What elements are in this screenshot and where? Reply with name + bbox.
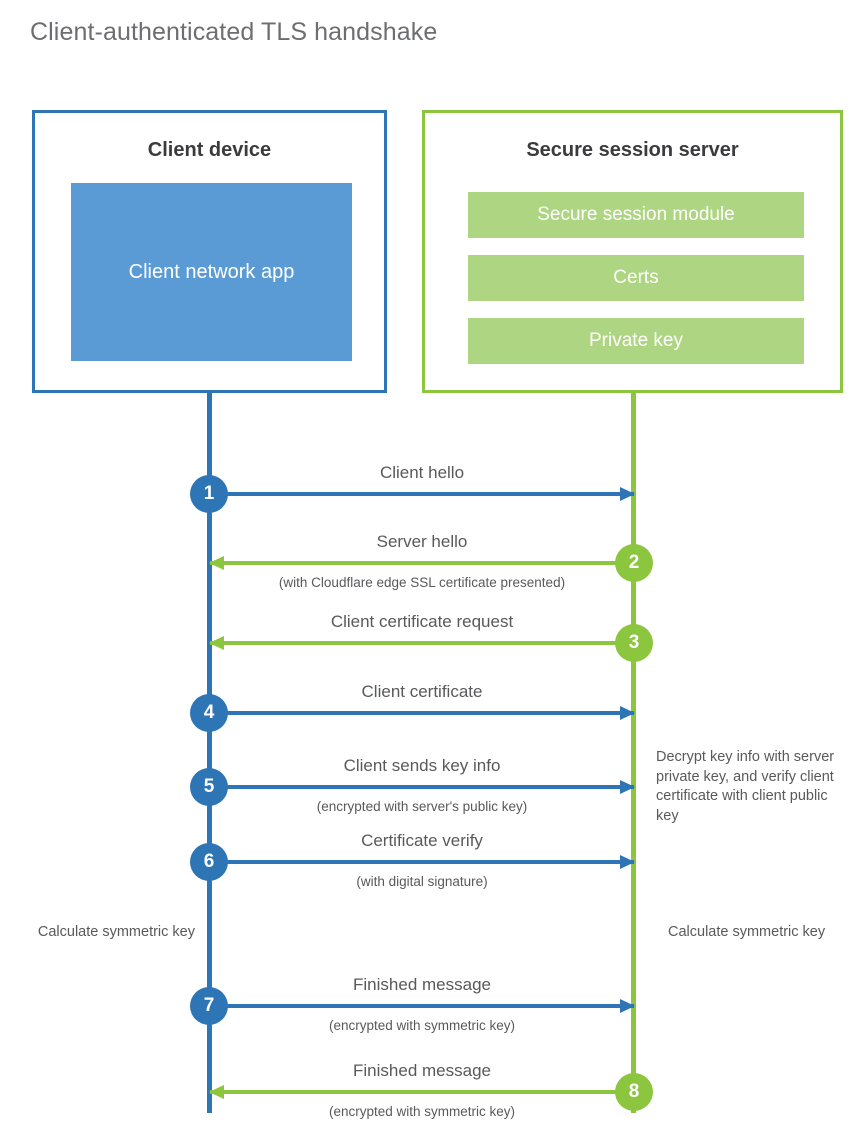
arrowhead-right-4 — [620, 706, 635, 720]
step-circle-6: 6 — [190, 843, 228, 881]
annotation-decrypt-key-info: Decrypt key info with server private key… — [656, 749, 835, 824]
message-line-5 — [210, 785, 634, 789]
message-label-3: Client certificate request — [330, 612, 514, 631]
secure-session-server-title: Secure session server — [526, 139, 739, 161]
message-line-6 — [210, 860, 634, 864]
message-label-8: Finished message — [353, 1061, 491, 1080]
server-lifeline — [631, 393, 636, 1113]
arrowhead-left-8 — [209, 1085, 224, 1099]
arrowhead-right-1 — [620, 487, 635, 501]
annotation-server-calculate-symmetric-key: Calculate symmetric key — [668, 924, 826, 940]
message-line-4 — [210, 711, 634, 715]
message-sublabel-7: (encrypted with symmetric key) — [328, 1018, 516, 1033]
step-circle-3: 3 — [615, 624, 653, 662]
message-line-2 — [210, 561, 634, 565]
step-circle-2: 2 — [615, 544, 653, 582]
secure-session-server-box: Secure session server Secure session mod… — [422, 110, 843, 393]
message-label-7: Finished message — [353, 975, 491, 994]
message-line-1 — [210, 492, 634, 496]
step-circle-5: 5 — [190, 768, 228, 806]
message-label-5: Client sends key info — [343, 756, 501, 775]
message-sublabel-6: (with digital signature) — [356, 874, 488, 889]
message-sublabel-8: (encrypted with symmetric key) — [328, 1104, 516, 1119]
server-block-private-key: Private key — [468, 318, 804, 364]
arrowhead-left-3 — [209, 636, 224, 650]
arrowhead-left-2 — [209, 556, 224, 570]
annotation-client-calculate-symmetric-key: Calculate symmetric key — [37, 924, 195, 940]
arrowhead-right-6 — [620, 855, 635, 869]
message-label-1: Client hello — [379, 463, 465, 482]
message-sublabel-2: (with Cloudflare edge SSL certificate pr… — [278, 575, 566, 590]
server-block-secure-session-module: Secure session module — [468, 192, 804, 238]
client-device-box: Client device Client network app — [32, 110, 387, 393]
server-block-certs: Certs — [468, 255, 804, 301]
message-line-8 — [210, 1090, 634, 1094]
step-circle-8: 8 — [615, 1073, 653, 1111]
client-network-app-block: Client network app — [71, 183, 352, 361]
client-lifeline — [207, 393, 212, 1113]
message-label-2: Server hello — [376, 532, 468, 551]
page-title: Client-authenticated TLS handshake — [30, 18, 438, 46]
message-label-4: Client certificate — [361, 682, 483, 701]
step-circle-4: 4 — [190, 694, 228, 732]
message-line-3 — [210, 641, 634, 645]
message-label-6: Certificate verify — [361, 831, 483, 850]
step-circle-1: 1 — [190, 475, 228, 513]
message-line-7 — [210, 1004, 634, 1008]
message-sublabel-5: (encrypted with server's public key) — [316, 799, 528, 814]
arrowhead-right-5 — [620, 780, 635, 794]
step-circle-7: 7 — [190, 987, 228, 1025]
arrowhead-right-7 — [620, 999, 635, 1013]
client-device-title: Client device — [147, 139, 272, 161]
